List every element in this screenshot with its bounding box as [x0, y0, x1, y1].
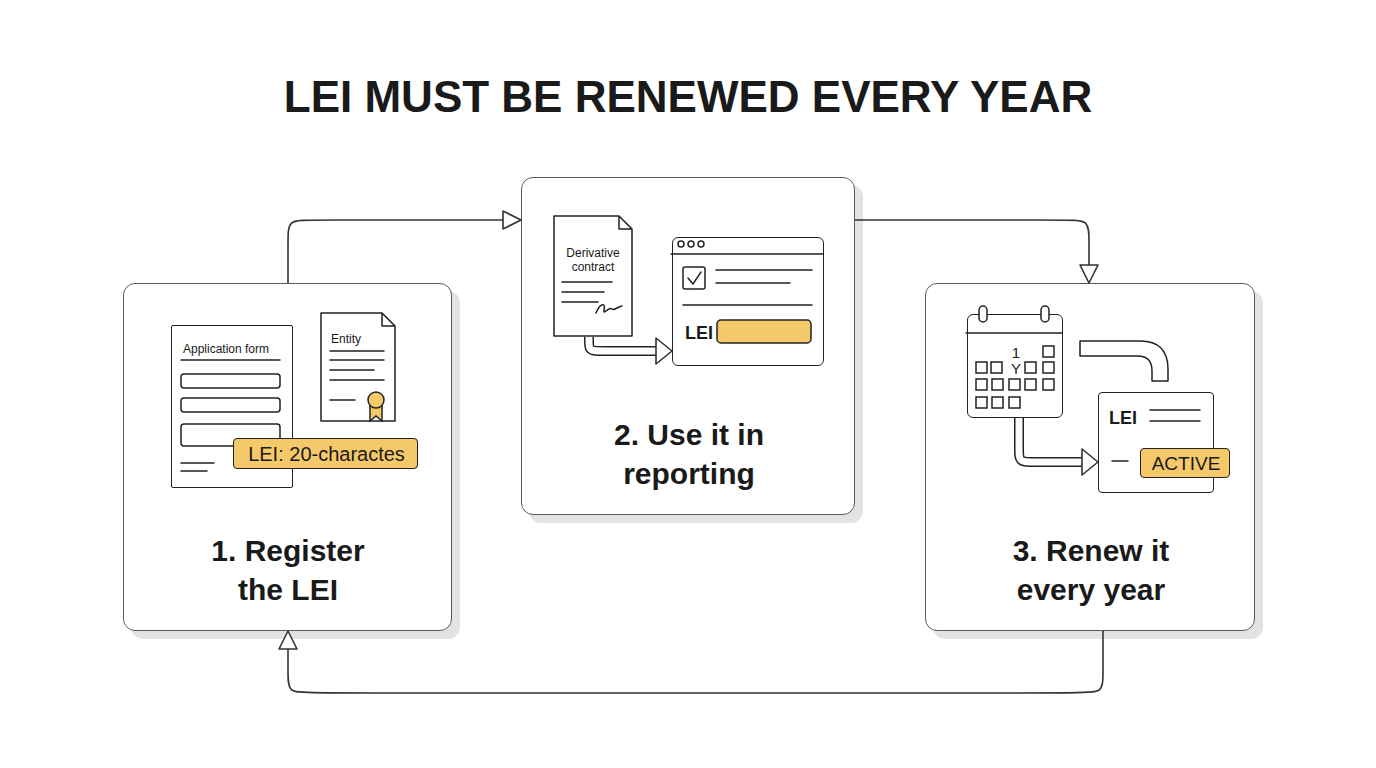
badge-text: LEI: 20-charactes: [234, 439, 419, 470]
flow-arrow-outline: [1019, 418, 1098, 475]
calendar-mark: 1: [1008, 344, 1024, 362]
step-box: 1. Register the LEI Application form Entit…: [123, 283, 452, 631]
arrow-head: [656, 338, 672, 364]
lei-card: LEIACTIVE: [1098, 392, 1214, 493]
arrow-line: [855, 220, 1089, 265]
arrow-outline: [589, 337, 656, 351]
badge-text: ACTIVE: [1141, 449, 1231, 479]
certificate-document: Entity: [320, 312, 396, 422]
cycle-arrow: [288, 211, 521, 283]
field-label: LEI: [685, 323, 725, 343]
browser-window: LEI: [672, 237, 824, 366]
flow-arrow-outline: [589, 337, 672, 364]
step-box: 2. Use it in reporting Derivative contrac…: [521, 177, 855, 515]
document-outline-path: [321, 313, 395, 421]
card-label: LEI: [1109, 408, 1149, 428]
arrow-head: [1082, 449, 1098, 475]
document-outline-path: [554, 216, 632, 336]
arrow-fill: [589, 337, 656, 351]
arrow-fill: [1019, 418, 1082, 462]
arrow-line: [288, 220, 503, 283]
document-title: Application form: [183, 341, 293, 357]
cycle-arrow: [855, 220, 1098, 283]
document-title: Entity: [331, 331, 391, 347]
document-outline: [320, 312, 396, 422]
document-outline: [553, 215, 633, 337]
contract-document: Derivative contract: [553, 215, 633, 337]
document-title: Derivative contract: [555, 246, 631, 274]
id-badge: LEI: 20-charactes: [233, 438, 418, 469]
arrow-head: [503, 211, 521, 229]
step-label: 2. Use it in reporting: [589, 415, 789, 493]
arrow-head: [1080, 265, 1098, 283]
status-badge: ACTIVE: [1140, 448, 1230, 478]
cycle-arrow: [279, 631, 1103, 693]
calendar-mark: Y: [1008, 360, 1024, 378]
diagram-title: LEI MUST BE RENEWED EVERY YEAR: [0, 72, 1376, 122]
step-label: 1. Register the LEI: [188, 531, 388, 609]
step-box: 3. Renew it every year1YLEIACTIVE: [925, 283, 1255, 631]
calendar-icon: 1Y: [967, 314, 1063, 418]
arrow-line: [288, 631, 1103, 693]
arrow-outline: [1019, 418, 1082, 462]
arrow-head: [279, 631, 297, 649]
step-label: 3. Renew it every year: [991, 531, 1191, 609]
